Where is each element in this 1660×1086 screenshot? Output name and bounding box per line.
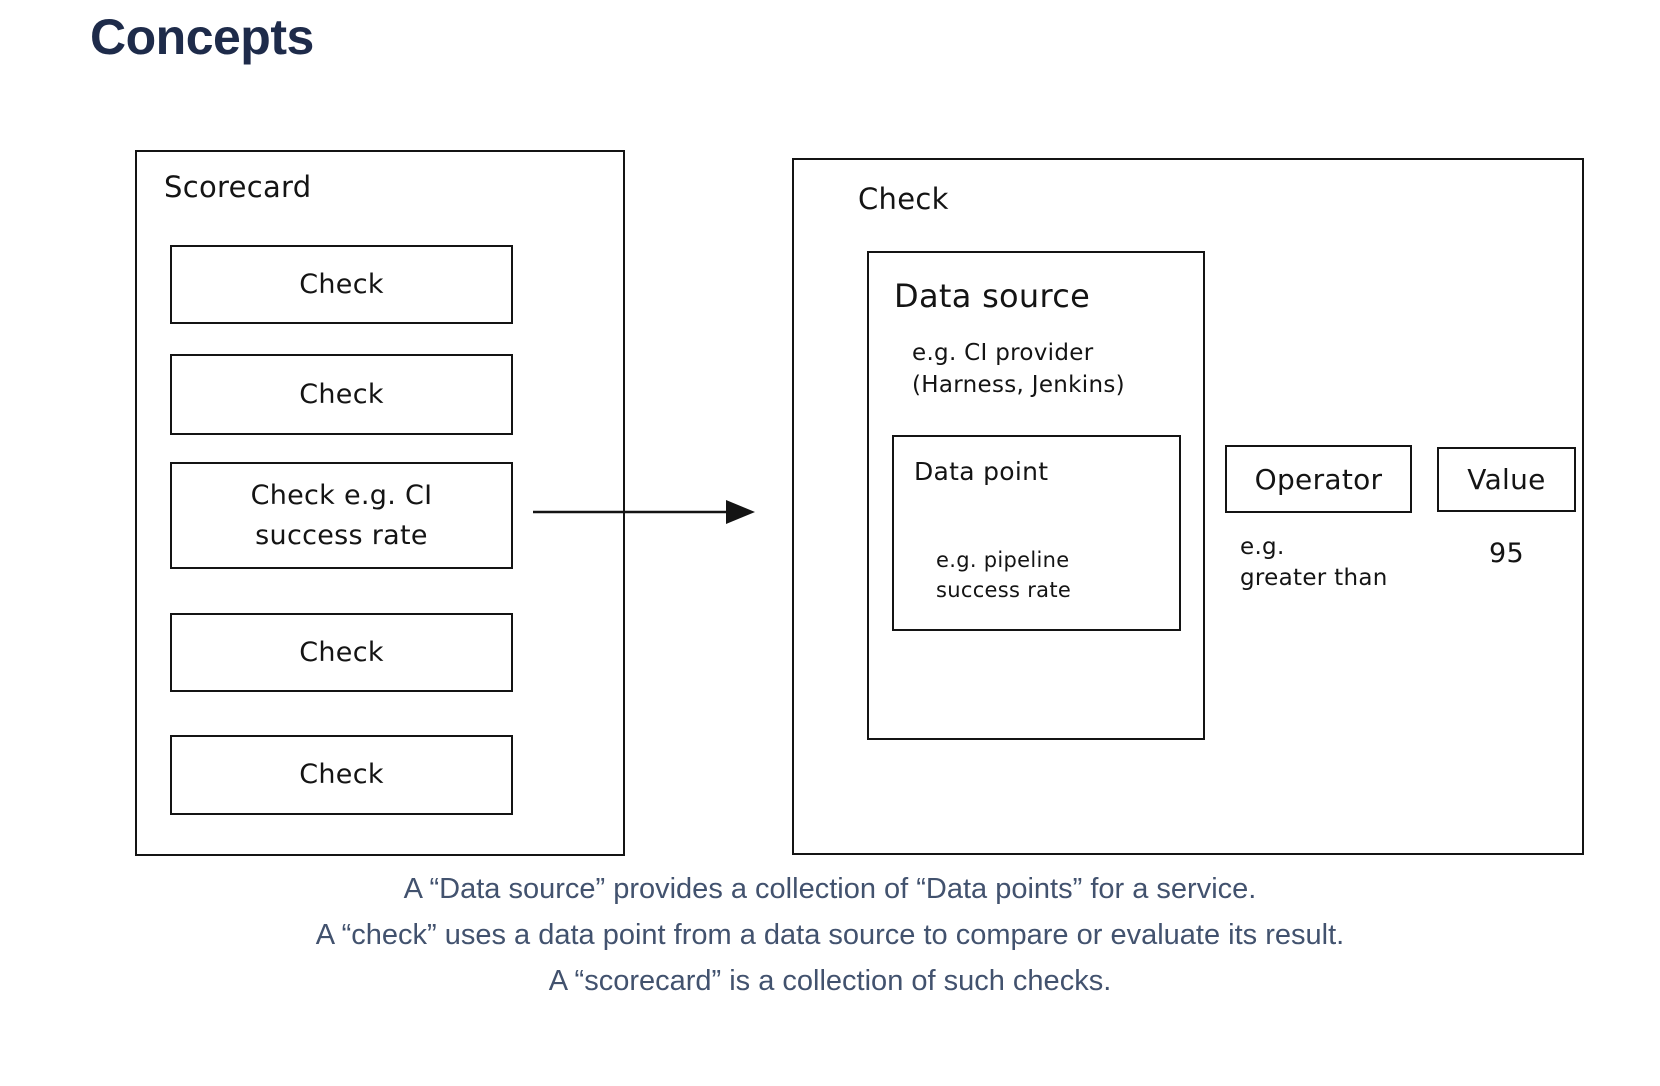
operator-example-line1: e.g. xyxy=(1240,534,1285,560)
scorecard-label: Scorecard xyxy=(164,170,312,204)
operator-example-line2: greater than xyxy=(1240,565,1388,591)
check-box-label-line1: Check e.g. CI xyxy=(250,480,433,512)
description-line1: A “Data source” provides a collection of… xyxy=(403,873,1257,905)
check-box-ci-success-rate: Check e.g. CI success rate xyxy=(170,462,513,569)
arrow-right-icon xyxy=(533,500,755,524)
check-box-label: Check xyxy=(299,636,384,668)
value-example: 95 xyxy=(1489,538,1524,569)
check-box-label: Check xyxy=(299,378,384,410)
check-box: Check xyxy=(170,354,513,435)
data-source-example: e.g. CI provider (Harness, Jenkins) xyxy=(912,337,1125,401)
data-point-example-line2: success rate xyxy=(936,578,1072,602)
scorecard-panel: Scorecard Check Check Check e.g. CI succ… xyxy=(135,150,625,856)
check-box-label-line2: success rate xyxy=(255,519,428,551)
page-title: Concepts xyxy=(90,9,314,65)
data-source-example-line1: e.g. CI provider xyxy=(912,340,1094,366)
data-source-box: Data source e.g. CI provider (Harness, J… xyxy=(867,251,1205,740)
data-point-example-line1: e.g. pipeline xyxy=(936,548,1070,572)
check-detail-panel: Check Data source e.g. CI provider (Harn… xyxy=(792,158,1584,855)
data-point-example: e.g. pipeline success rate xyxy=(936,545,1071,605)
check-box: Check xyxy=(170,613,513,692)
description-line2: A “check” uses a data point from a data … xyxy=(315,919,1345,951)
data-source-title: Data source xyxy=(894,277,1091,315)
check-box-label: Check xyxy=(299,268,384,300)
operator-example: e.g. greater than xyxy=(1240,532,1388,594)
operator-label: Operator xyxy=(1254,462,1383,496)
check-panel-label: Check xyxy=(858,182,949,216)
data-source-example-line2: (Harness, Jenkins) xyxy=(912,372,1125,398)
check-box: Check xyxy=(170,245,513,324)
check-box-label: Check xyxy=(299,759,384,791)
description-line3: A “scorecard” is a collection of such ch… xyxy=(548,965,1112,997)
value-label: Value xyxy=(1467,463,1546,496)
concept-description: A “Data source” provides a collection of… xyxy=(19,866,1641,1004)
data-point-title: Data point xyxy=(914,457,1049,486)
operator-box: Operator xyxy=(1225,445,1412,513)
value-box: Value xyxy=(1437,447,1576,512)
check-box: Check xyxy=(170,735,513,815)
data-point-box: Data point e.g. pipeline success rate xyxy=(892,435,1181,631)
